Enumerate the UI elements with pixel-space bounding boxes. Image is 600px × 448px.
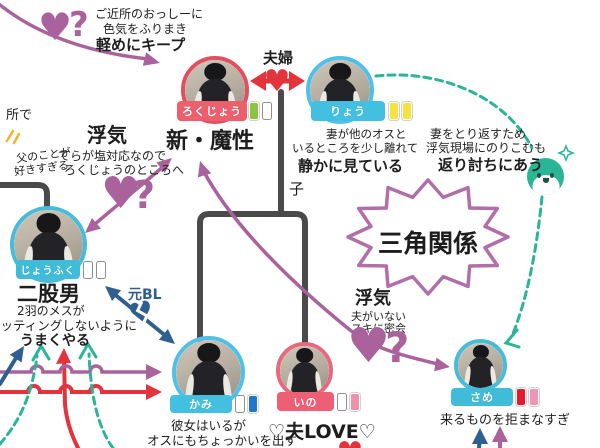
penguin-photo-kami <box>172 336 245 409</box>
note-kami-1: 彼女はいるが <box>171 418 247 433</box>
name-label-ino: いの <box>277 392 334 411</box>
name-label-rokujo: ろくじょう <box>177 101 247 121</box>
annotation-revenge-2: 浮気現場にのりこむも <box>426 141 547 155</box>
level-bars-ino <box>337 393 360 411</box>
family-tree-lines <box>0 89 308 346</box>
penguin-photo-same <box>454 339 507 392</box>
note-ryo-3: 静かに見ている <box>298 157 404 175</box>
name-label-ryo: りょう <box>311 101 385 121</box>
level-bar <box>83 261 93 279</box>
note-ryo-2: いるところを少し離れて <box>292 141 419 155</box>
note-jofuku-1: 2羽のメスが <box>17 304 85 318</box>
question-mark: ? <box>385 323 410 372</box>
annotation-revenge-3: 返り討ちにあう <box>438 156 544 174</box>
yellow-tick-icon <box>5 129 21 145</box>
teal-dashed-arrows <box>0 73 544 448</box>
level-bar <box>249 102 259 120</box>
revenge-path-upper <box>374 73 534 150</box>
heart-question-icon: ♥ <box>38 5 73 49</box>
question-mark: ? <box>69 5 89 45</box>
annotation-uwaki1-a: てらが塩対応なので <box>58 149 167 163</box>
moto-bl-arrow <box>111 291 169 339</box>
level-bars-ryo <box>389 102 412 120</box>
name-label-jofuku: じょうふく <box>16 260 80 279</box>
level-bar <box>96 261 106 279</box>
level-bar <box>529 388 539 406</box>
uwaki2-arrow <box>201 168 440 366</box>
name-label-kami: かみ <box>170 395 232 413</box>
bottom-heart-icon: ♥ <box>337 436 364 448</box>
tagline-jofuku: 二股男 <box>17 282 80 306</box>
moto-bl-label: 元BL <box>128 287 162 303</box>
teal-arrowheads <box>31 328 521 362</box>
heart-question-icon: ♥ <box>101 168 141 219</box>
teal-penguin-icon <box>527 158 564 195</box>
level-bars-rokujo <box>249 102 272 120</box>
red-arrows <box>0 78 296 448</box>
annotation-uwaki2-b: スキに密会 <box>351 322 406 335</box>
tree-line-jofuku <box>0 182 50 210</box>
couple-label: 夫婦 <box>263 49 294 67</box>
note-same-1: 来るものを拒まなすぎ <box>440 413 571 428</box>
name-label-same: さめ <box>451 388 513 406</box>
question-mark: ? <box>133 173 156 217</box>
note-ryo-1: 妻が他のオスと <box>326 127 407 141</box>
teal-arrow-up-1 <box>0 354 39 446</box>
heart-question-icon: ♥ <box>347 318 391 374</box>
annotation-osshi-1: ご近所のおっしーに <box>95 7 204 21</box>
purple-arrowheads <box>85 52 508 442</box>
level-bars-kami <box>235 395 258 413</box>
broken-heart-crack <box>135 300 149 327</box>
revenge-path-lower <box>510 195 544 338</box>
level-bar <box>516 388 526 406</box>
tagline-rokujo: 新・魔性 <box>166 129 255 154</box>
couple-heart-icon: ♥ <box>264 64 291 99</box>
note-kami-2: オスにもちょっかいを出す <box>147 433 298 448</box>
annotation-osshi-2: 色気をふりまき <box>103 22 188 36</box>
photo <box>176 340 241 405</box>
note-jofuku-2: バッティングしないように <box>0 318 138 333</box>
navy-arrowheads <box>9 286 488 444</box>
sparkle-icon <box>556 143 576 163</box>
red-arrowheads <box>56 71 305 400</box>
annotation-osshi-3: 軽めにキープ <box>96 36 186 54</box>
level-bar <box>262 102 272 120</box>
annotation-revenge-1: 妻をとり返すため <box>430 127 527 141</box>
annotation-uwaki1-b: ろくじょうのところへ <box>64 163 185 177</box>
tagline-ino: ♡夫LOVE♡ <box>268 421 376 443</box>
uwaki1-arrow <box>93 164 166 226</box>
level-bar <box>235 395 245 413</box>
triangle-label: 三角関係 <box>378 229 479 258</box>
red-arrow-to-kami <box>0 384 152 394</box>
note-jofuku-3: うまくやる <box>20 333 90 349</box>
teal-arrow-up-2 <box>87 352 115 448</box>
navy-arrow-up-left <box>0 356 18 386</box>
level-bar <box>337 393 347 411</box>
level-bars-same <box>516 388 539 406</box>
annotation-tokorode: 所で <box>6 108 33 123</box>
red-arrow-up <box>62 354 80 448</box>
level-bar <box>389 102 399 120</box>
child-label: 子 <box>289 180 305 198</box>
annotation-uwaki1-title: 浮気 <box>87 123 127 147</box>
annotation-uwaki2-a: 夫がいない <box>351 310 406 323</box>
photo <box>280 346 329 395</box>
level-bar <box>402 102 412 120</box>
annotation-uwaki2-title: 浮気 <box>355 288 391 309</box>
penguin-photo-ino <box>276 342 333 399</box>
level-bar <box>248 395 258 413</box>
osshi-arrow <box>0 2 150 61</box>
level-bars-jofuku <box>83 261 106 279</box>
purple-arrow-to-kami <box>0 364 152 374</box>
starburst-bubble <box>346 178 510 296</box>
photo <box>458 343 503 388</box>
tree-line-children <box>197 211 308 346</box>
level-bar <box>350 393 360 411</box>
